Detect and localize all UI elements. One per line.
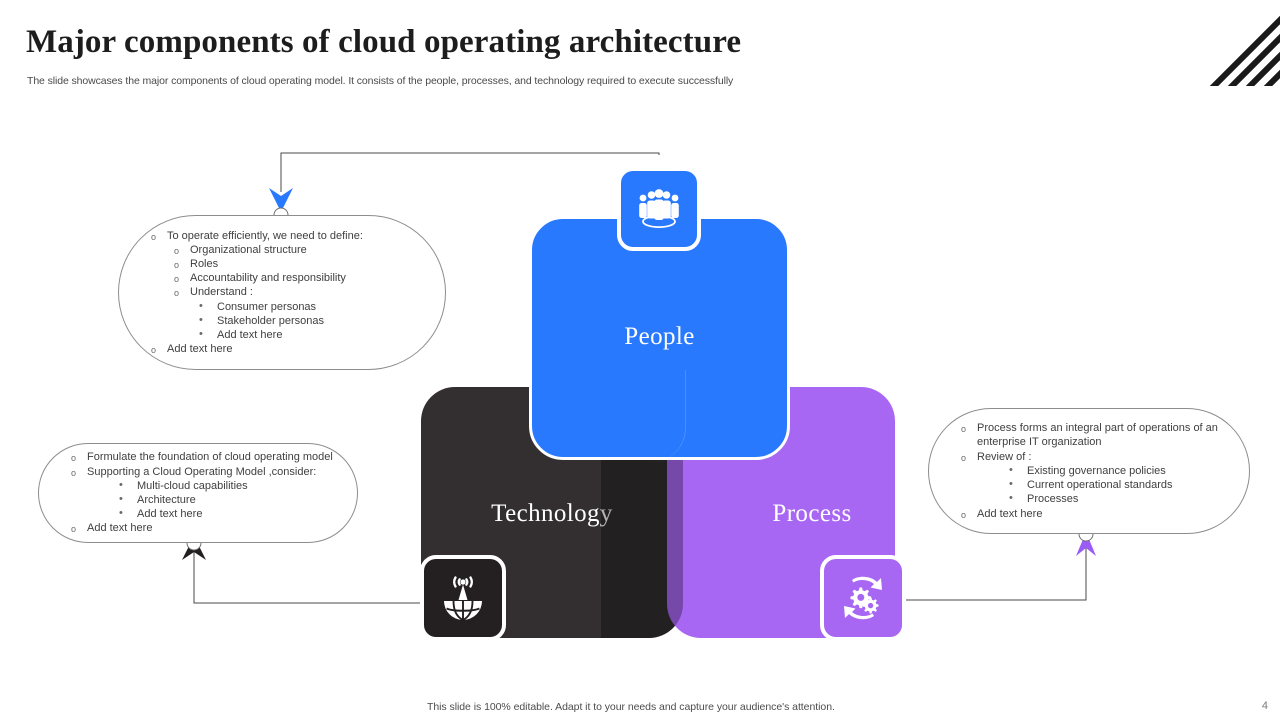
- callout-bullet: Review of :: [955, 450, 1223, 465]
- people-callout-list: To operate efficiently, we need to defin…: [145, 229, 419, 358]
- page-number: 4: [1261, 700, 1268, 712]
- page-title: Major components of cloud operating arch…: [26, 24, 742, 60]
- callout-bullet: Organizational structure: [145, 243, 419, 258]
- process-arrow-icon: [1076, 532, 1096, 556]
- callout-bullet: Architecture: [65, 492, 333, 507]
- technology-callout-list: Formulate the foundation of cloud operat…: [65, 450, 333, 536]
- broadcast-globe-icon-badge[interactable]: [420, 555, 506, 641]
- callout-bullet: Accountability and responsibility: [145, 271, 419, 286]
- process-callout[interactable]: Process forms an integral part of operat…: [928, 408, 1250, 534]
- broadcast-globe-icon: [437, 573, 489, 623]
- card-process-label: Process: [772, 500, 852, 527]
- corner-stripes-decoration: [1170, 0, 1280, 86]
- callout-bullet: Roles: [145, 257, 419, 272]
- callout-bullet: Processes: [955, 491, 1223, 506]
- people-group-icon: [634, 187, 684, 231]
- people-arrow-icon: [269, 188, 293, 212]
- callout-bullet: Add text here: [65, 506, 333, 521]
- callout-bullet: To operate efficiently, we need to defin…: [145, 229, 419, 244]
- card-people-label: People: [624, 323, 695, 350]
- gears-cycle-icon: [836, 573, 890, 623]
- callout-bullet: Add text here: [955, 507, 1223, 522]
- callout-bullet: Add text here: [65, 521, 333, 536]
- process-callout-list: Process forms an integral part of operat…: [955, 421, 1223, 522]
- callout-bullet: Understand :: [145, 285, 419, 300]
- callout-bullet: Current operational standards: [955, 477, 1223, 492]
- footer-note: This slide is 100% editable. Adapt it to…: [427, 701, 835, 713]
- callout-bullet: Supporting a Cloud Operating Model ,cons…: [65, 465, 333, 480]
- callout-bullet: Add text here: [145, 342, 419, 357]
- callout-bullet: Process forms an integral part of operat…: [955, 421, 1223, 449]
- callout-bullet: Add text here: [145, 327, 419, 342]
- people-callout[interactable]: To operate efficiently, we need to defin…: [118, 215, 446, 370]
- callout-bullet: Formulate the foundation of cloud operat…: [65, 450, 333, 465]
- callout-bullet: Multi-cloud capabilities: [65, 478, 333, 493]
- technology-callout[interactable]: Formulate the foundation of cloud operat…: [38, 443, 358, 543]
- card-people[interactable]: People: [529, 216, 790, 460]
- people-group-icon-badge[interactable]: [617, 167, 701, 251]
- callout-bullet: Consumer personas: [145, 299, 419, 314]
- gears-cycle-icon-badge[interactable]: [820, 555, 906, 641]
- card-technology-label: Technology: [491, 500, 613, 527]
- callout-bullet: Stakeholder personas: [145, 313, 419, 328]
- callout-bullet: Existing governance policies: [955, 463, 1223, 478]
- page-subtitle: The slide showcases the major components…: [27, 75, 734, 87]
